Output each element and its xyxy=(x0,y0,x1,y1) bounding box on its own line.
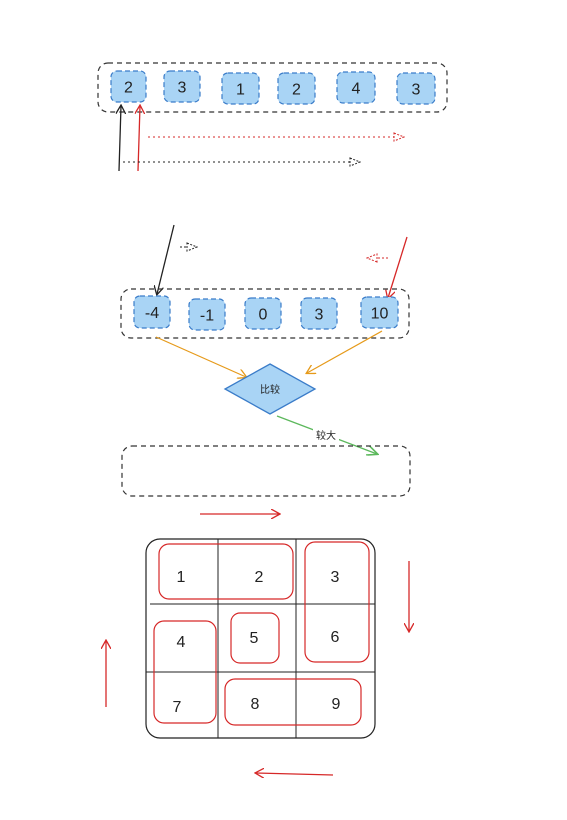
spiral-group-left xyxy=(153,620,217,724)
compare-input-arrow-right xyxy=(307,330,383,373)
array1-cell-label: 3 xyxy=(412,82,421,99)
pointer-arrow-red xyxy=(138,106,140,172)
array1-container xyxy=(97,62,448,113)
array1-cell-label: 4 xyxy=(352,81,361,98)
spiral-group-center xyxy=(230,612,280,664)
array2-cell-label: 10 xyxy=(371,306,389,323)
array1-cell-label: 3 xyxy=(178,80,187,97)
grid-cell-label: 7 xyxy=(173,699,182,716)
array1-cell: 4 xyxy=(336,71,376,104)
grid-cell-label: 5 xyxy=(250,630,259,647)
array2-container xyxy=(120,288,410,339)
array2-cell: 0 xyxy=(244,297,282,330)
compare-diamond xyxy=(223,363,317,415)
array2-cell-label: 3 xyxy=(315,307,324,324)
array1-cell-label: 2 xyxy=(124,80,133,97)
array2-cell-label: -4 xyxy=(145,305,159,322)
grid-frame xyxy=(145,538,376,739)
pointer-arrow-red xyxy=(388,236,408,298)
grid-cell-label: 1 xyxy=(177,569,186,586)
spiral-group-top xyxy=(158,543,294,600)
array2-cell: 10 xyxy=(360,296,399,329)
grid-cell-label: 2 xyxy=(255,569,264,586)
grid-cell-label: 4 xyxy=(177,634,186,651)
grid-cell-label: 3 xyxy=(331,569,340,586)
array1-cell: 1 xyxy=(221,72,260,105)
direction-arrow-left xyxy=(256,773,334,775)
result-container xyxy=(121,445,411,497)
compare-input-arrow-left xyxy=(155,336,246,377)
spiral-group-bottom xyxy=(224,678,362,726)
compare-edge-label: 较大 xyxy=(316,429,336,442)
compare-diamond-label: 比较 xyxy=(260,383,280,396)
array1-cell: 3 xyxy=(163,70,201,103)
array2-cell: 3 xyxy=(300,297,338,330)
array1-cell: 2 xyxy=(277,72,316,105)
grid-cell-label: 8 xyxy=(251,696,260,713)
grid-cell-label: 9 xyxy=(332,696,341,713)
grid-cell-label: 6 xyxy=(331,629,340,646)
array2-cell: -1 xyxy=(188,298,226,331)
array1-cell: 2 xyxy=(110,70,147,103)
array1-cell-label: 2 xyxy=(292,82,301,99)
array1-cell: 3 xyxy=(396,72,436,105)
pointer-arrow-black xyxy=(157,224,175,294)
array2-cell-label: -1 xyxy=(200,308,214,325)
spiral-group-right xyxy=(304,541,370,663)
array2-cell: -4 xyxy=(133,295,171,329)
grid-matrix xyxy=(145,538,376,739)
array1-cell-label: 1 xyxy=(236,82,245,99)
pointer-arrow-black xyxy=(119,106,121,172)
array2-cell-label: 0 xyxy=(259,307,268,324)
